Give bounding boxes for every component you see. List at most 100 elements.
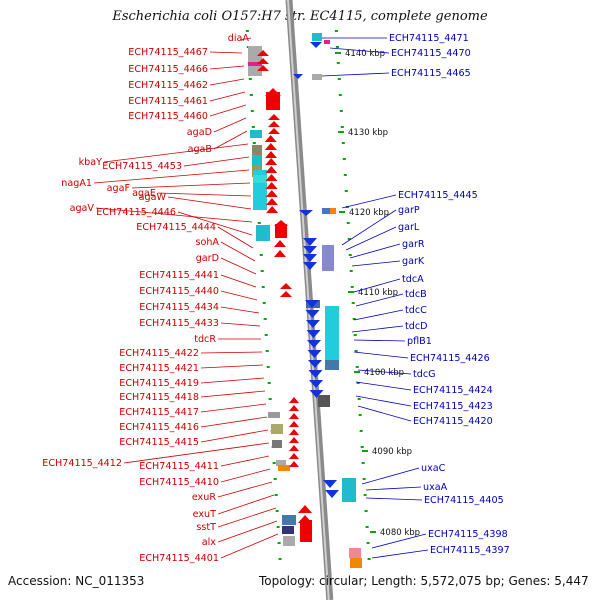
forward-gene-arrow[interactable] bbox=[268, 114, 280, 120]
gene-label-right[interactable]: ECH74115_4398 bbox=[428, 529, 508, 540]
reverse-gene-arrow[interactable] bbox=[325, 490, 339, 498]
gene-label-left[interactable]: ECH74115_4418 bbox=[119, 392, 199, 403]
gene-block[interactable] bbox=[282, 526, 294, 534]
forward-gene-arrow[interactable] bbox=[265, 151, 278, 158]
gene-label-left[interactable]: ECH74115_4444 bbox=[136, 222, 216, 233]
gene-label-left[interactable]: agaB bbox=[188, 144, 212, 155]
forward-gene-arrow[interactable] bbox=[265, 158, 278, 165]
gene-block[interactable] bbox=[248, 66, 262, 76]
gene-block[interactable] bbox=[272, 440, 282, 448]
gene-label-right[interactable]: tdcA bbox=[402, 274, 424, 285]
gene-label-right[interactable]: tdcD bbox=[405, 321, 428, 332]
gene-label-left[interactable]: ECH74115_4411 bbox=[139, 461, 219, 472]
reverse-gene-arrow[interactable] bbox=[303, 262, 317, 270]
gene-block[interactable] bbox=[253, 175, 267, 183]
forward-gene-arrow[interactable] bbox=[265, 88, 281, 96]
gene-block[interactable] bbox=[322, 208, 330, 214]
gene-label-left[interactable]: alx bbox=[202, 537, 217, 548]
gene-block[interactable] bbox=[268, 412, 280, 418]
forward-gene-body[interactable] bbox=[275, 224, 287, 238]
gene-label-left[interactable]: ECH74115_4434 bbox=[139, 302, 219, 313]
gene-label-right[interactable]: garL bbox=[398, 222, 420, 233]
gene-label-left[interactable]: ECH74115_4433 bbox=[139, 318, 219, 329]
gene-label-left[interactable]: agaV bbox=[70, 203, 95, 214]
gene-label-right[interactable]: ECH74115_4405 bbox=[424, 495, 504, 506]
gene-label-right[interactable]: ECH74115_4397 bbox=[430, 545, 510, 556]
gene-label-right[interactable]: ECH74115_4465 bbox=[391, 68, 471, 79]
gene-label-left[interactable]: agaW bbox=[139, 192, 167, 203]
forward-gene-arrow[interactable] bbox=[274, 240, 286, 247]
gene-block[interactable] bbox=[250, 130, 262, 138]
gene-label-left[interactable]: kbaY bbox=[79, 157, 103, 168]
gene-label-left[interactable]: ECH74115_4410 bbox=[139, 477, 219, 488]
forward-gene-arrow[interactable] bbox=[274, 250, 286, 257]
reverse-gene-arrow[interactable] bbox=[293, 74, 303, 79]
forward-gene-arrow[interactable] bbox=[289, 453, 299, 459]
gene-block[interactable] bbox=[312, 74, 322, 80]
gene-label-left[interactable]: ECH74115_4441 bbox=[139, 270, 219, 281]
gene-block[interactable] bbox=[324, 40, 330, 44]
gene-block[interactable] bbox=[322, 245, 334, 271]
gene-label-left[interactable]: agaE bbox=[132, 188, 156, 199]
gene-label-right[interactable]: ECH74115_4445 bbox=[398, 190, 478, 201]
gene-block[interactable] bbox=[283, 536, 295, 546]
reverse-gene-arrow[interactable] bbox=[310, 42, 322, 48]
gene-label-left[interactable]: ECH74115_4453 bbox=[102, 161, 182, 172]
reverse-gene-arrow[interactable] bbox=[308, 360, 322, 368]
gene-block[interactable] bbox=[330, 208, 336, 214]
gene-label-right[interactable]: tdcC bbox=[405, 305, 427, 316]
gene-label-left[interactable]: ECH74115_4462 bbox=[128, 80, 208, 91]
reverse-gene-arrow[interactable] bbox=[308, 370, 323, 378]
gene-label-left[interactable]: exuR bbox=[192, 492, 216, 503]
gene-label-right[interactable]: ECH74115_4424 bbox=[413, 385, 493, 396]
gene-label-right[interactable]: ECH74115_4470 bbox=[391, 48, 471, 59]
reverse-gene-arrow[interactable] bbox=[303, 246, 317, 254]
gene-label-left[interactable]: tdcR bbox=[194, 334, 216, 345]
gene-label-left[interactable]: ECH74115_4461 bbox=[128, 96, 208, 107]
forward-gene-arrow[interactable] bbox=[265, 198, 278, 205]
forward-gene-arrow[interactable] bbox=[289, 413, 299, 419]
gene-label-left[interactable]: sohA bbox=[195, 237, 219, 248]
gene-label-right[interactable]: pflB1 bbox=[407, 336, 432, 347]
forward-gene-arrow[interactable] bbox=[265, 166, 278, 173]
reverse-gene-arrow[interactable] bbox=[305, 310, 320, 318]
forward-gene-arrow[interactable] bbox=[266, 206, 279, 213]
gene-label-left[interactable]: exuT bbox=[193, 509, 216, 520]
reverse-gene-arrow[interactable] bbox=[323, 480, 337, 488]
gene-label-left[interactable]: ECH74115_4412 bbox=[42, 458, 122, 469]
reverse-gene-arrow[interactable] bbox=[306, 330, 321, 338]
gene-label-right[interactable]: uxaC bbox=[421, 463, 446, 474]
gene-label-left[interactable]: ECH74115_4466 bbox=[128, 64, 208, 75]
forward-gene-arrow[interactable] bbox=[289, 421, 299, 427]
gene-block[interactable] bbox=[256, 225, 270, 241]
gene-label-left[interactable]: ECH74115_4417 bbox=[119, 407, 199, 418]
gene-label-left[interactable]: ECH74115_4422 bbox=[119, 348, 199, 359]
gene-label-left[interactable]: sstT bbox=[196, 522, 216, 533]
gene-label-right[interactable]: ECH74115_4423 bbox=[413, 401, 493, 412]
gene-label-right[interactable]: ECH74115_4420 bbox=[413, 416, 493, 427]
forward-gene-arrow[interactable] bbox=[289, 437, 299, 443]
gene-label-right[interactable]: garR bbox=[402, 239, 425, 250]
gene-label-left[interactable]: nagA1 bbox=[61, 178, 92, 189]
forward-gene-arrow[interactable] bbox=[289, 445, 299, 451]
gene-label-left[interactable]: ECH74115_4440 bbox=[139, 286, 219, 297]
gene-label-right[interactable]: tdcG bbox=[413, 369, 436, 380]
gene-label-left[interactable]: agaF bbox=[107, 183, 130, 194]
gene-label-left[interactable]: ECH74115_4467 bbox=[128, 47, 208, 58]
gene-label-left[interactable]: diaA bbox=[228, 33, 250, 44]
reverse-gene-arrow[interactable] bbox=[307, 350, 322, 358]
reverse-gene-arrow[interactable] bbox=[299, 210, 313, 216]
forward-gene-arrow[interactable] bbox=[289, 429, 299, 435]
forward-gene-arrow[interactable] bbox=[289, 397, 299, 403]
forward-gene-arrow[interactable] bbox=[298, 505, 312, 513]
gene-block[interactable] bbox=[350, 558, 362, 568]
gene-label-left[interactable]: agaD bbox=[187, 127, 212, 138]
reverse-gene-arrow[interactable] bbox=[309, 390, 324, 398]
gene-label-right[interactable]: tdcB bbox=[405, 289, 427, 300]
gene-label-right[interactable]: ECH74115_4426 bbox=[410, 353, 490, 364]
forward-gene-body[interactable] bbox=[300, 520, 312, 542]
gene-label-right[interactable]: garK bbox=[402, 256, 425, 267]
gene-block[interactable] bbox=[271, 424, 283, 434]
forward-gene-arrow[interactable] bbox=[257, 50, 269, 56]
gene-block[interactable] bbox=[248, 62, 262, 66]
